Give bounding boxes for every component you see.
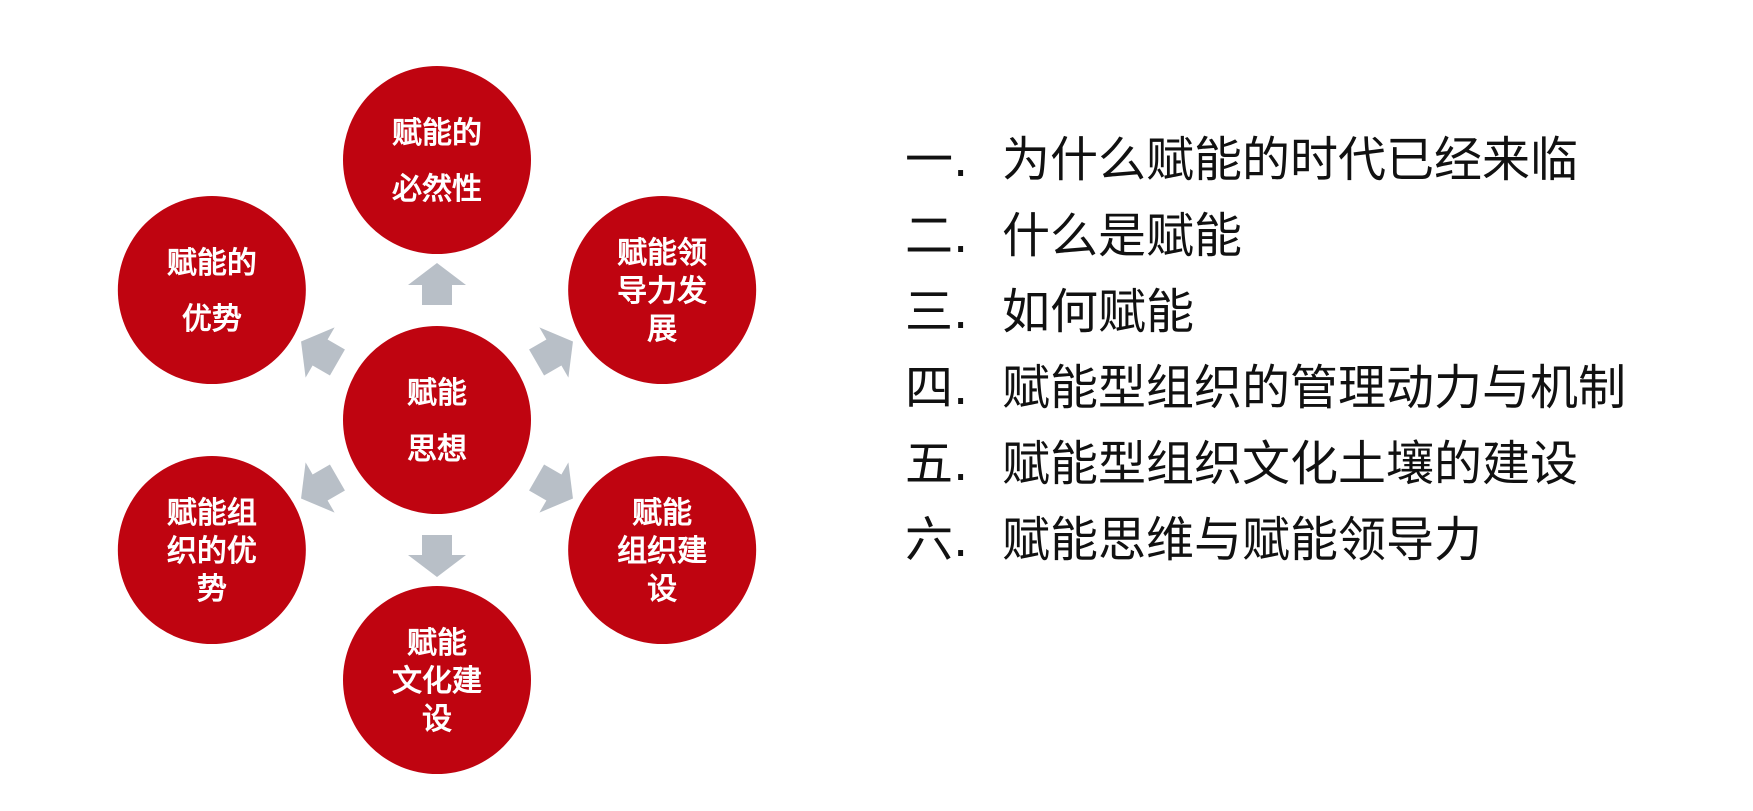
node-upper-left-label: 赋能的优势 <box>167 246 257 337</box>
node-bottom-label: 赋能文化建设 <box>392 626 482 737</box>
arrow-icon <box>301 462 345 513</box>
node-upper-right <box>568 196 757 384</box>
agenda-item-text: 赋能型组织的管理动力与机制 <box>1002 360 1627 416</box>
node-bottom-label-line: 设 <box>422 702 452 737</box>
node-lower-right-label-line: 赋能 <box>632 496 692 531</box>
node-bottom-label-line: 文化建 <box>392 664 482 699</box>
node-bottom-label-line: 赋能 <box>407 626 467 661</box>
node-upper-left-label-line: 赋能的 <box>167 246 257 281</box>
node-lower-left-label-line: 织的优 <box>167 534 257 569</box>
node-lower-right-label-line: 组织建 <box>617 534 707 569</box>
center-node <box>343 326 531 514</box>
node-lower-right-label-line: 设 <box>647 572 677 607</box>
arrow-icon <box>529 462 573 513</box>
node-top-label-line: 赋能的 <box>392 116 482 151</box>
agenda-item-text: 为什么赋能的时代已经来临 <box>1002 132 1579 188</box>
node-bottom <box>343 586 531 774</box>
agenda-item: 六. 赋能思维与赋能领导力 <box>905 502 1626 578</box>
agenda-item-number: 四. <box>905 360 969 416</box>
agenda-item: 四. 赋能型组织的管理动力与机制 <box>905 350 1626 426</box>
center-node-label-line: 赋能 <box>407 376 467 411</box>
agenda-item: 一. 为什么赋能的时代已经来临 <box>905 122 1626 198</box>
node-upper-left-label-line: 优势 <box>182 302 242 337</box>
node-upper-right-label-line: 赋能领 <box>617 236 707 271</box>
node-lower-right-label: 赋能组织建设 <box>617 496 707 607</box>
arrow-icon <box>529 327 573 378</box>
agenda-item-number: 五. <box>905 436 969 492</box>
arrows-group <box>301 263 573 577</box>
node-lower-left-label-line: 势 <box>197 572 227 607</box>
agenda-item-text: 如何赋能 <box>1002 284 1195 340</box>
agenda-item: 三. 如何赋能 <box>905 274 1626 350</box>
agenda-item-number: 二. <box>905 208 969 264</box>
node-upper-right-label: 赋能领导力发展 <box>617 236 707 347</box>
node-upper-right-label-line: 展 <box>647 312 677 347</box>
agenda-item-text: 什么是赋能 <box>1002 208 1243 264</box>
agenda-item: 二. 什么是赋能 <box>905 198 1626 274</box>
agenda-item-text: 赋能型组织文化土壤的建设 <box>1002 436 1579 492</box>
center-node-label: 赋能思想 <box>407 376 467 467</box>
node-lower-right <box>568 456 757 644</box>
nodes-group: 赋能的必然性赋能领导力发展赋能组织建设赋能文化建设赋能组织的优势赋能的优势赋能思… <box>117 66 757 774</box>
arrow-icon <box>408 263 466 305</box>
agenda-item-number: 一. <box>905 132 969 188</box>
agenda-item: 五. 赋能型组织文化土壤的建设 <box>905 426 1626 502</box>
agenda-item-number: 三. <box>905 284 969 340</box>
node-top-label: 赋能的必然性 <box>392 116 482 207</box>
center-node-label-line: 思想 <box>407 432 467 467</box>
agenda-item-number: 六. <box>905 512 969 568</box>
node-top-label-line: 必然性 <box>392 172 482 207</box>
node-lower-left-label: 赋能组织的优势 <box>167 496 257 607</box>
node-top <box>343 66 531 254</box>
node-lower-left-label-line: 赋能组 <box>167 496 257 531</box>
agenda-item-text: 赋能思维与赋能领导力 <box>1002 512 1483 568</box>
arrow-icon <box>408 535 466 577</box>
arrow-icon <box>301 327 345 378</box>
agenda-list: 一. 为什么赋能的时代已经来临 二. 什么是赋能 三. 如何赋能 四. 赋能型组… <box>905 122 1626 578</box>
node-upper-right-label-line: 导力发 <box>617 274 707 309</box>
node-upper-left <box>117 196 306 384</box>
node-lower-left <box>117 456 306 644</box>
